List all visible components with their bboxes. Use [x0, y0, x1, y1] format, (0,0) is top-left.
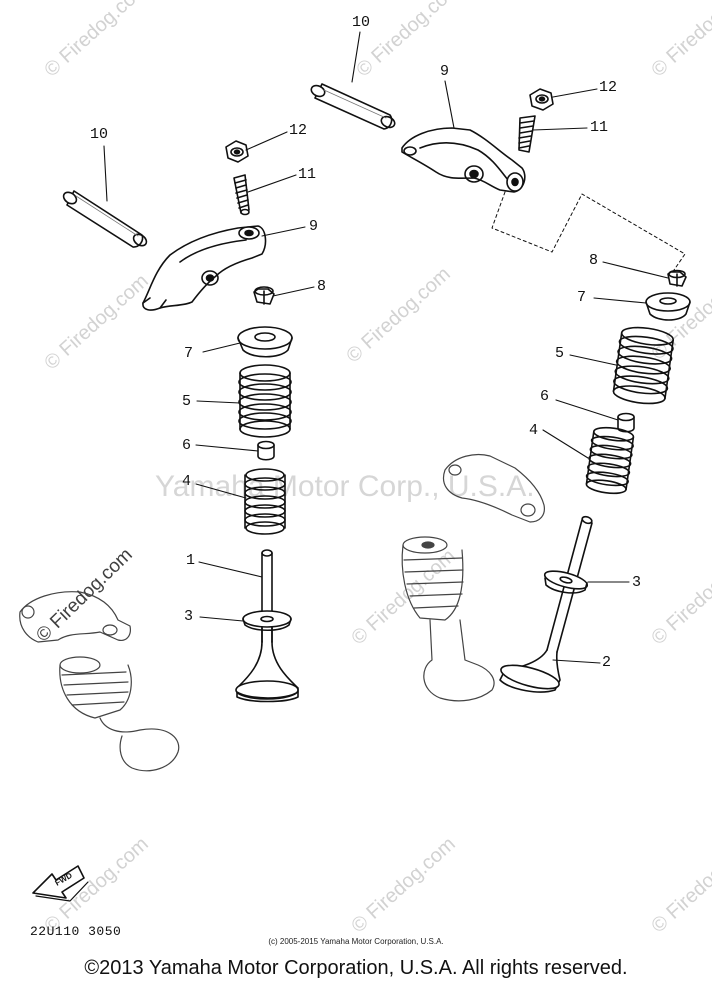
callout-12-left: 12 [289, 122, 308, 139]
callout-12-right: 12 [599, 79, 618, 96]
assembly-guide-lines [491, 191, 686, 271]
inner-spring-right [585, 426, 635, 495]
callout-11-left: 11 [298, 166, 317, 183]
valve-right [499, 515, 593, 693]
spring-retainer-left [237, 326, 293, 358]
adjusting-screw-left [233, 174, 250, 216]
outer-spring-right [612, 326, 675, 405]
locknut-left [225, 140, 249, 163]
spring-seat-left [242, 610, 292, 643]
valve-left [235, 549, 299, 703]
callout-11-right: 11 [590, 119, 609, 136]
spring-seat-right [543, 570, 589, 594]
fwd-arrow-icon: FWD [32, 865, 89, 902]
callout-10-left: 10 [90, 126, 109, 143]
adjusting-screw-right [518, 115, 536, 153]
small-copyright: (c) 2005-2015 Yamaha Motor Corporation, … [268, 937, 444, 946]
callout-5-right: 5 [555, 345, 565, 362]
callout-1-left: 1 [186, 552, 196, 569]
callout-10-right: 10 [352, 14, 371, 31]
valve-cotter-left [253, 286, 275, 305]
callout-6-left: 6 [182, 437, 192, 454]
spring-retainer-right [645, 292, 691, 321]
callout-4-right: 4 [529, 422, 539, 439]
callout-8-right: 8 [589, 252, 599, 269]
ghost-assembly-left [19, 591, 180, 772]
callout-3-left: 3 [184, 608, 194, 625]
diagram-code: 22U110 3050 [30, 924, 122, 939]
callout-3-right: 3 [632, 574, 642, 591]
company-watermark: Yamaha Motor Corp., U.S.A. [155, 470, 535, 503]
rocker-arm-right [401, 127, 526, 193]
inner-spring-left [244, 468, 286, 535]
callout-4-left: 4 [182, 473, 192, 490]
main-copyright: ©2013 Yamaha Motor Corporation, U.S.A. A… [84, 957, 628, 979]
ghost-assembly-right [401, 453, 545, 702]
callout-7-left: 7 [184, 345, 194, 362]
valve-cotter-right [667, 269, 687, 287]
callout-9-right: 9 [440, 63, 450, 80]
rocker-arm-left [142, 225, 267, 311]
leader-lines [103, 31, 669, 664]
rocker-shaft-right [310, 83, 396, 130]
callout-2-right: 2 [602, 654, 612, 671]
callout-8-left: 8 [317, 278, 327, 295]
outer-spring-left [238, 364, 292, 438]
locknut-right [529, 88, 554, 111]
callout-6-right: 6 [540, 388, 550, 405]
callout-5-left: 5 [182, 393, 192, 410]
stem-seal-left [257, 440, 275, 461]
callout-9-left: 9 [309, 218, 319, 235]
rocker-shaft-left [62, 190, 148, 248]
callout-7-right: 7 [577, 289, 587, 306]
